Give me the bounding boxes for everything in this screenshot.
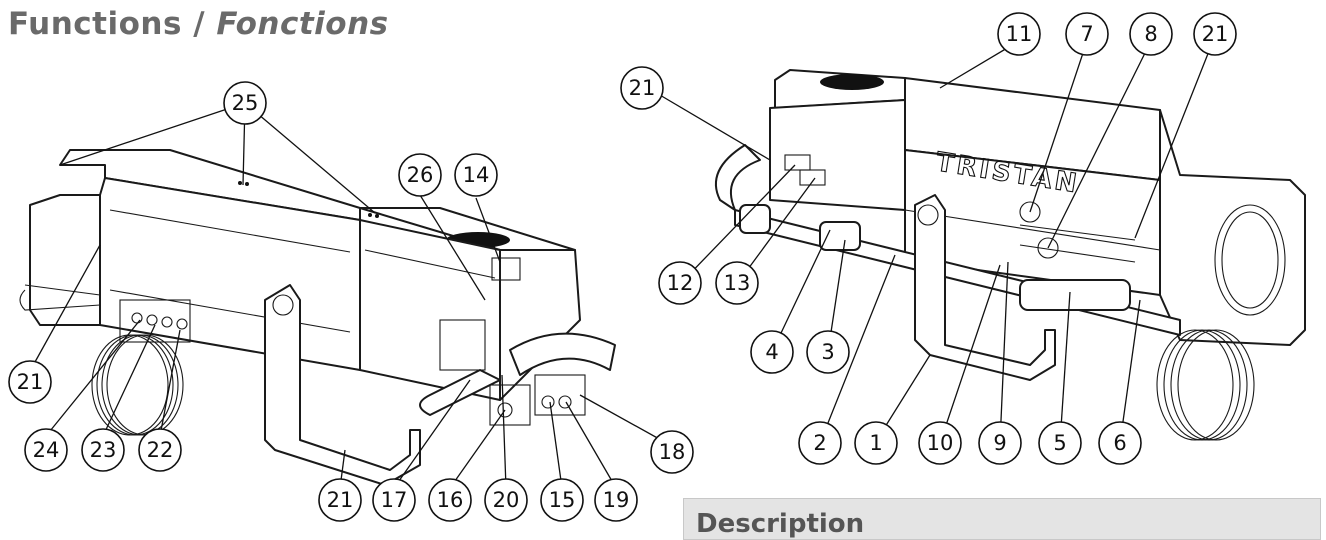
title-english: Functions / [8, 6, 206, 42]
callout-5: 5 [1038, 421, 1082, 465]
svg-text:1: 1 [869, 431, 882, 455]
svg-text:16: 16 [437, 488, 464, 512]
callout-16: 16 [428, 478, 472, 522]
svg-text:13: 13 [724, 271, 751, 295]
callout-24: 24 [24, 428, 68, 472]
svg-text:21: 21 [17, 370, 44, 394]
svg-text:24: 24 [33, 438, 60, 462]
left-fixture-drawing [19, 149, 616, 486]
callout-9: 9 [978, 421, 1022, 465]
svg-text:6: 6 [1113, 431, 1126, 455]
callout-6: 6 [1098, 421, 1142, 465]
callout-18: 18 [650, 430, 694, 474]
svg-text:11: 11 [1006, 22, 1033, 46]
svg-text:23: 23 [90, 438, 117, 462]
callout-10: 10 [918, 421, 962, 465]
callout-7: 7 [1065, 12, 1109, 56]
description-heading: Description [696, 509, 865, 539]
callout-11: 11 [997, 12, 1041, 56]
svg-text:26: 26 [407, 163, 434, 187]
svg-text:17: 17 [381, 488, 408, 512]
svg-text:18: 18 [659, 440, 686, 464]
svg-text:10: 10 [927, 431, 954, 455]
callout-17: 17 [372, 478, 416, 522]
svg-text:21: 21 [327, 488, 354, 512]
svg-text:12: 12 [667, 271, 694, 295]
svg-text:25: 25 [232, 91, 259, 115]
svg-text:21: 21 [1202, 22, 1229, 46]
svg-text:3: 3 [821, 340, 834, 364]
svg-text:20: 20 [493, 488, 520, 512]
callout-12: 12 [658, 261, 702, 305]
svg-text:5: 5 [1053, 431, 1066, 455]
callout-22: 22 [138, 428, 182, 472]
function-diagram: TRISTAN [8, 12, 1306, 522]
svg-text:8: 8 [1144, 22, 1157, 46]
callout-21-right-left: 21 [620, 66, 664, 110]
svg-text:21: 21 [629, 76, 656, 100]
svg-text:4: 4 [765, 340, 778, 364]
svg-text:9: 9 [993, 431, 1006, 455]
callout-25: 25 [223, 81, 267, 125]
callout-8: 8 [1129, 12, 1173, 56]
callout-19: 19 [594, 478, 638, 522]
callout-13: 13 [715, 261, 759, 305]
callout-21-right-top: 21 [1193, 12, 1237, 56]
callout-15: 15 [540, 478, 584, 522]
callout-20: 20 [484, 478, 528, 522]
svg-text:19: 19 [603, 488, 630, 512]
svg-text:15: 15 [549, 488, 576, 512]
svg-text:14: 14 [463, 163, 490, 187]
callout-21-left-side: 21 [8, 360, 52, 404]
page-title: Functions / Fonctions [8, 6, 389, 42]
callout-4: 4 [750, 330, 794, 374]
title-french: Fonctions [216, 6, 389, 42]
callout-14: 14 [454, 153, 498, 197]
description-panel: Description [683, 498, 1321, 540]
callout-23: 23 [81, 428, 125, 472]
callout-1: 1 [854, 421, 898, 465]
leader-lines [34, 40, 1214, 489]
callout-21-left-bottom: 21 [318, 478, 362, 522]
callout-26: 26 [398, 153, 442, 197]
callout-3: 3 [806, 330, 850, 374]
callouts: 25 26 14 21 24 23 22 21 17 16 20 15 19 1… [8, 12, 1237, 522]
right-fixture-drawing: TRISTAN [715, 69, 1306, 441]
svg-text:7: 7 [1080, 22, 1093, 46]
svg-text:2: 2 [813, 431, 826, 455]
callout-2: 2 [798, 421, 842, 465]
svg-text:22: 22 [147, 438, 174, 462]
